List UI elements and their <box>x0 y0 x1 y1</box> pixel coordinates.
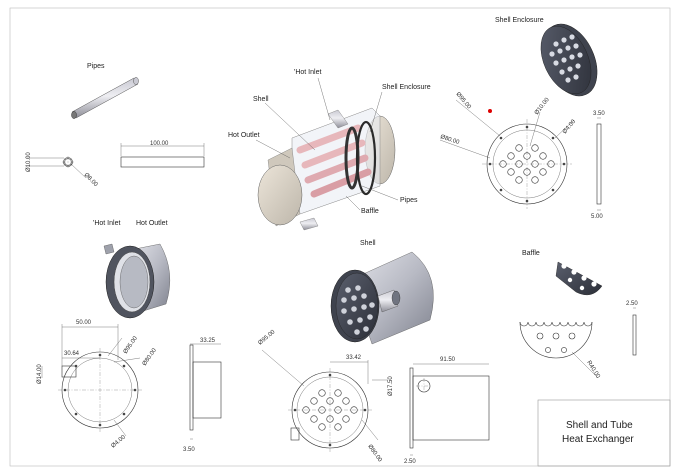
shell-dim-95: Ø95.00 <box>257 329 276 347</box>
shell-dim-80: Ø80.00 <box>366 444 383 464</box>
shell-front-view <box>261 349 388 452</box>
enclosure-dim-thk: 3.50 <box>593 111 605 117</box>
pipe-dim-outer: Ø10.00 <box>26 152 32 172</box>
enclosure-title: Shell Enclosure <box>495 17 544 24</box>
hot-part-front-view <box>41 324 142 437</box>
pipe-dim-length: 100.00 <box>150 141 169 147</box>
sheet-border <box>9 7 671 467</box>
hot-dim-4: Ø4.00 <box>110 434 127 450</box>
hot-parts-view: 'Hot Inlet Hot Outlet <box>37 220 222 453</box>
shell-iso-render <box>330 251 434 345</box>
baffle-view: Baffle R40.00 2.50 <box>519 250 638 380</box>
assembly-label-pipes: Pipes <box>400 197 418 204</box>
shell-side-view <box>409 363 490 456</box>
shell-dim-250: 2.50 <box>404 459 416 465</box>
assembly-label-shell: Shell <box>253 96 269 103</box>
baffle-front-view <box>519 321 599 379</box>
pipes-title: Pipes <box>87 63 105 70</box>
hot-dim-350: 3.50 <box>183 447 195 453</box>
red-marker <box>488 109 492 113</box>
hot-inlet-title: 'Hot Inlet <box>93 220 120 227</box>
baffle-iso-render <box>555 261 603 296</box>
title-line-1: Shell and Tube <box>566 420 633 431</box>
baffle-title: Baffle <box>522 250 540 257</box>
assembly-label-hot-outlet: Hot Outlet <box>228 132 260 139</box>
enclosure-dim-80: Ø80.00 <box>439 134 460 146</box>
title-line-2: Heat Exchanger <box>562 434 634 445</box>
pipe-side-view <box>120 143 205 168</box>
shell-view: Shell <box>257 240 490 465</box>
shell-dim-9150: 91.50 <box>440 357 456 363</box>
enclosure-iso-render <box>540 23 598 97</box>
hot-part-side-view <box>189 343 222 440</box>
hot-dim-14: Ø14.00 <box>37 364 43 384</box>
title-block: Shell and Tube Heat Exchanger <box>537 399 671 467</box>
shell-dim-3342: 33.42 <box>346 355 362 361</box>
shell-dim-1750: Ø17.50 <box>388 376 394 396</box>
hot-part-iso-render <box>103 243 171 319</box>
hot-outlet-title: Hot Outlet <box>136 220 168 227</box>
pipe-dim-inner: Ø8.00 <box>83 172 99 188</box>
hot-dim-3064: 30.64 <box>64 351 80 357</box>
hot-dim-80: Ø80.00 <box>142 347 159 367</box>
assembly-label-shell-enclosure: Shell Enclosure <box>382 84 431 91</box>
enclosure-dim-10: Ø10.00 <box>534 97 551 117</box>
enclosure-dim-95: Ø95.00 <box>454 91 472 110</box>
pipe-iso-render <box>71 77 139 119</box>
baffle-dim-r40: R40.00 <box>585 360 601 380</box>
baffle-side-view <box>632 307 637 356</box>
enclosure-view: Shell Enclosure <box>439 17 605 220</box>
assembly-view: 'Hot Inlet Shell Shell Enclosure Hot Out… <box>228 69 431 231</box>
hot-dim-95: Ø95.00 <box>123 335 140 355</box>
enclosure-side-view <box>596 117 602 211</box>
enclosure-front-view <box>439 99 575 209</box>
pipes-view: Pipes Ø10.00 Ø8.00 100.00 <box>26 63 205 188</box>
enclosure-dim-4: Ø4.00 <box>562 118 578 135</box>
shell-title: Shell <box>360 240 376 247</box>
baffle-dim-250: 2.50 <box>626 301 638 307</box>
pipe-end-view <box>26 156 87 179</box>
assembly-render <box>257 107 396 231</box>
hot-dim-3325: 33.25 <box>200 338 216 344</box>
hot-dim-50: 50.00 <box>76 320 92 326</box>
assembly-label-baffle: Baffle <box>361 208 379 215</box>
assembly-leaders <box>255 77 399 211</box>
enclosure-dim-5: 5.00 <box>591 214 603 220</box>
assembly-label-hot-inlet: 'Hot Inlet <box>294 69 321 76</box>
